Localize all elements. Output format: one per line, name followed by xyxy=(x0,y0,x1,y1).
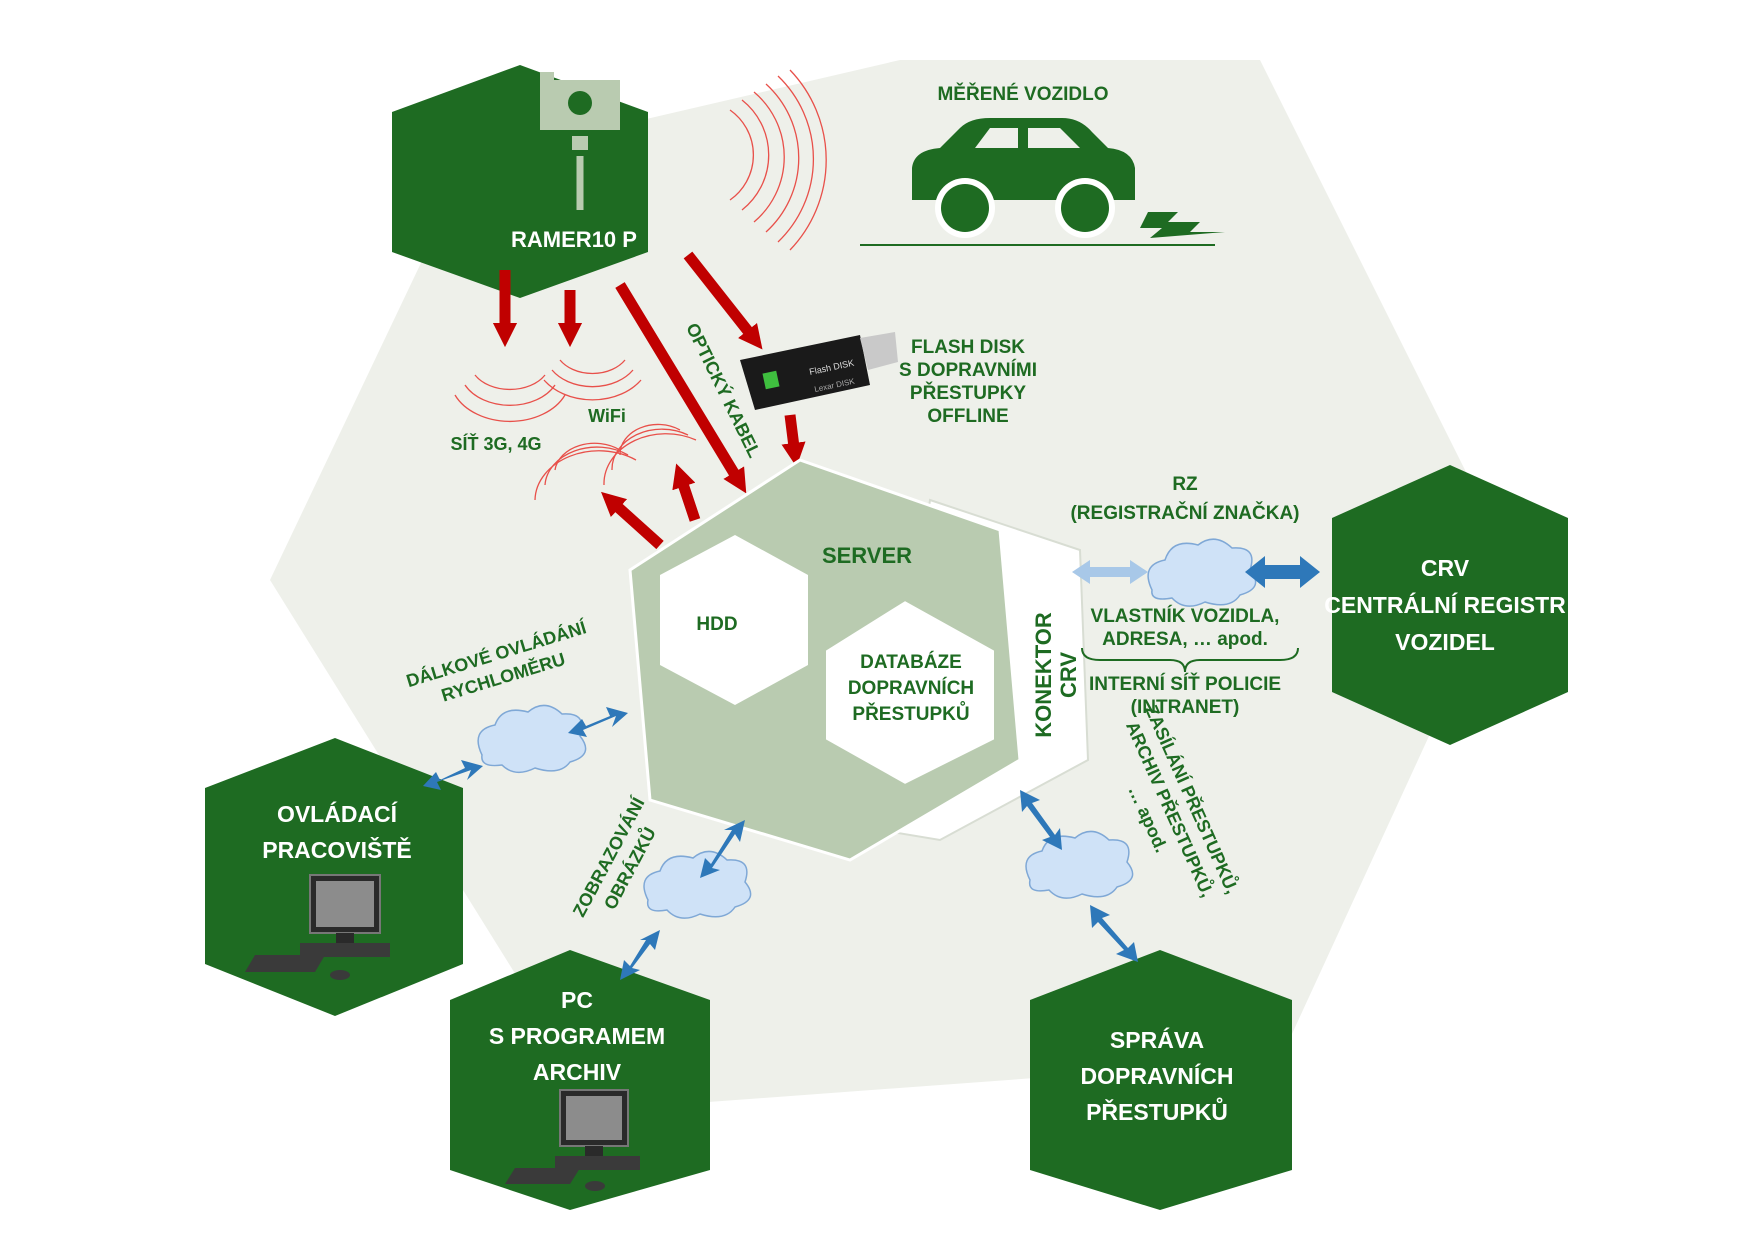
speed-bolt-icon xyxy=(1140,212,1225,238)
intranet-brace xyxy=(1081,647,1299,673)
archive-pc-node[interactable]: PC S PROGRAMEM ARCHIV xyxy=(450,950,710,1210)
vehicle-group: MĚŘENÉ VOZIDLO xyxy=(860,83,1225,246)
crv-node[interactable]: CRV CENTRÁLNÍ REGISTR VOZIDEL xyxy=(1324,465,1568,745)
svg-text:PŘESTUPKŮ: PŘESTUPKŮ xyxy=(1086,1096,1228,1125)
computer-icon xyxy=(245,874,390,980)
ramer-label: RAMER10 P xyxy=(511,227,637,252)
crv-link-labels: RZ (REGISTRAČNÍ ZNAČKA) VLASTNÍK VOZIDLA… xyxy=(1070,474,1299,718)
svg-text:KONEKTOR: KONEKTOR xyxy=(1031,612,1056,738)
svg-text:OVLÁDACÍ: OVLÁDACÍ xyxy=(277,800,398,827)
wireless-waves xyxy=(454,359,697,501)
svg-text:DATABÁZE: DATABÁZE xyxy=(860,651,962,673)
database-node[interactable]: DATABÁZE DOPRAVNÍCH PŘESTUPKŮ xyxy=(824,598,996,787)
svg-text:CENTRÁLNÍ REGISTR: CENTRÁLNÍ REGISTR xyxy=(1324,591,1566,618)
svg-text:SPRÁVA: SPRÁVA xyxy=(1110,1026,1204,1053)
svg-text:RZ: RZ xyxy=(1172,474,1198,495)
usb-flash-icon: Flash DISK Lexar DISK xyxy=(740,332,898,410)
workstation-node[interactable]: OVLÁDACÍ PRACOVIŠTĚ xyxy=(205,738,463,1016)
svg-text:(REGISTRAČNÍ ZNAČKA): (REGISTRAČNÍ ZNAČKA) xyxy=(1070,502,1299,524)
svg-text:ARCHIV: ARCHIV xyxy=(533,1059,622,1085)
network-label: SÍŤ 3G, 4G xyxy=(450,433,541,454)
flash-disk-label: FLASH DISK S DOPRAVNÍMI PŘESTUPKY OFFLIN… xyxy=(899,337,1037,427)
svg-text:OFFLINE: OFFLINE xyxy=(927,406,1008,427)
svg-text:PŘESTUPKY: PŘESTUPKY xyxy=(910,382,1026,404)
svg-text:INTERNÍ SÍŤ POLICIE: INTERNÍ SÍŤ POLICIE xyxy=(1089,673,1281,695)
ramer-node[interactable]: RAMER10 P xyxy=(392,65,648,298)
svg-text:S DOPRAVNÍMI: S DOPRAVNÍMI xyxy=(899,359,1037,381)
red-arrows xyxy=(492,251,806,550)
svg-text:VLASTNÍK VOZIDLA,: VLASTNÍK VOZIDLA, xyxy=(1091,605,1280,627)
svg-text:PRACOVIŠTĚ: PRACOVIŠTĚ xyxy=(262,836,412,863)
svg-text:DOPRAVNÍCH: DOPRAVNÍCH xyxy=(848,677,974,699)
server-node[interactable]: SERVER HDD DATABÁZE DOPRAVNÍCH PŘESTUPKŮ… xyxy=(628,458,1090,862)
svg-text:CRV: CRV xyxy=(1056,652,1081,698)
camera-pole-icon xyxy=(540,72,620,210)
svg-text:S PROGRAMEM: S PROGRAMEM xyxy=(489,1023,665,1049)
hdd-label: HDD xyxy=(696,614,737,635)
computer-icon xyxy=(505,1089,640,1191)
cloud-icon xyxy=(477,704,587,774)
svg-text:PC: PC xyxy=(561,987,593,1013)
vehicle-label: MĚŘENÉ VOZIDLO xyxy=(937,83,1108,105)
svg-text:DOPRAVNÍCH: DOPRAVNÍCH xyxy=(1081,1062,1234,1089)
svg-text:ADRESA, … apod.: ADRESA, … apod. xyxy=(1102,629,1268,650)
car-icon xyxy=(912,118,1135,238)
radar-waves xyxy=(729,69,827,251)
svg-text:VOZIDEL: VOZIDEL xyxy=(1395,629,1495,655)
cloud-icon xyxy=(643,850,752,919)
server-label: SERVER xyxy=(822,543,912,568)
svg-text:FLASH DISK: FLASH DISK xyxy=(911,337,1025,358)
admin-node[interactable]: SPRÁVA DOPRAVNÍCH PŘESTUPKŮ xyxy=(1030,950,1292,1210)
blue-arrows xyxy=(423,556,1320,980)
svg-text:CRV: CRV xyxy=(1421,555,1470,581)
wifi-label: WiFi xyxy=(588,406,626,426)
svg-text:(INTRANET): (INTRANET) xyxy=(1131,697,1240,718)
svg-text:PŘESTUPKŮ: PŘESTUPKŮ xyxy=(852,702,969,725)
connector-label: KONEKTOR CRV xyxy=(1031,612,1081,738)
hdd-node[interactable]: HDD xyxy=(660,535,808,705)
